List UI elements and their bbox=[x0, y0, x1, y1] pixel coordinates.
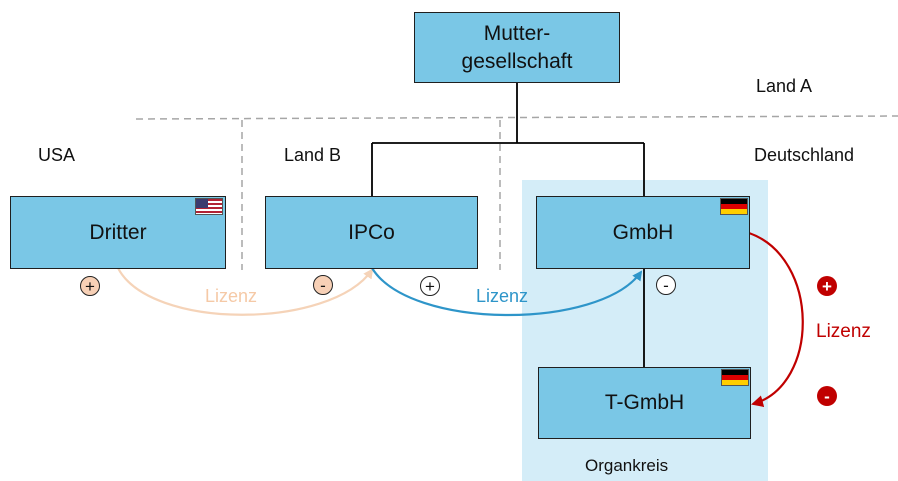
node-gmbh: GmbH bbox=[536, 196, 750, 269]
us-flag-icon bbox=[195, 198, 223, 215]
node-dritter: Dritter bbox=[10, 196, 226, 269]
region-usa: USA bbox=[38, 145, 76, 165]
node-gmbh-label: GmbH bbox=[612, 220, 674, 244]
license-arrow-dritter-ipco bbox=[117, 267, 374, 316]
german-flag-icon bbox=[721, 369, 749, 386]
license-label-ipco-gmbh: Lizenz bbox=[476, 286, 529, 306]
sign-ipco-plus: + bbox=[420, 276, 440, 296]
node-muttergesellschaft: Mutter- gesellschaft bbox=[414, 12, 620, 83]
sign-red-plus: + bbox=[817, 276, 837, 296]
license-arrow-gmbh-tgmbh bbox=[748, 231, 804, 408]
sign-ipco-minus: - bbox=[313, 275, 333, 295]
german-flag-icon bbox=[720, 198, 748, 215]
license-arrow-ipco-gmbh bbox=[371, 267, 643, 317]
node-ipco-label: IPCo bbox=[348, 220, 395, 244]
node-tgmbh-label: T-GmbH bbox=[604, 391, 685, 414]
node-tgmbh: T-GmbH bbox=[538, 367, 751, 439]
region-deutschland: Deutschland bbox=[754, 145, 855, 165]
sign-dritter-plus: + bbox=[80, 276, 100, 296]
region-organkreis: Organkreis bbox=[585, 456, 669, 475]
node-muttergesellschaft-label: Mutter- gesellschaft bbox=[461, 21, 573, 73]
region-land-b: Land B bbox=[284, 145, 342, 165]
sign-gmbh-minus: - bbox=[656, 275, 676, 295]
region-land-a: Land A bbox=[756, 76, 813, 96]
sign-red-minus: - bbox=[817, 386, 837, 406]
license-label-gmbh-tgmbh: Lizenz bbox=[816, 321, 871, 342]
node-ipco: IPCo bbox=[265, 196, 478, 269]
node-dritter-label: Dritter bbox=[89, 220, 147, 244]
license-label-dritter-ipco: Lizenz bbox=[205, 286, 258, 306]
